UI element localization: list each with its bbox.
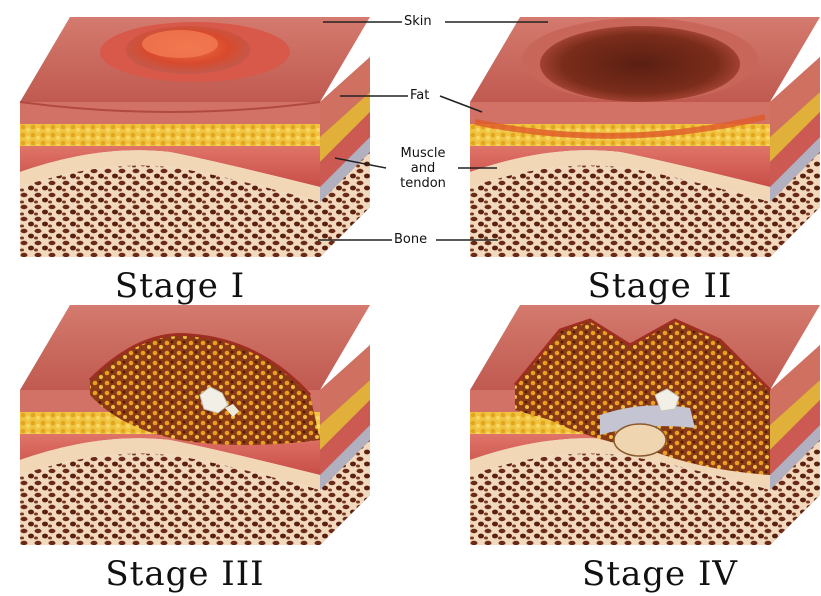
stage-1-illustration — [20, 17, 370, 257]
stage-3-illustration — [20, 305, 370, 545]
stage-4-illustration — [470, 305, 820, 545]
stage-2-caption: Stage II — [530, 266, 790, 306]
stage-4-caption: Stage IV — [530, 554, 790, 594]
bone-label: Bone — [392, 232, 429, 247]
muscle-and-tendon-label: Muscle and tendon — [388, 146, 458, 191]
stage-3-caption: Stage III — [55, 554, 315, 594]
muscle-label-line-1: Muscle — [390, 146, 456, 161]
fat-label: Fat — [408, 88, 431, 103]
skin-label: Skin — [402, 14, 434, 29]
muscle-label-line-3: tendon — [390, 176, 456, 191]
muscle-label-line-2: and — [390, 161, 456, 176]
stage-2-illustration — [470, 17, 820, 257]
stage-1-caption: Stage I — [50, 266, 310, 306]
